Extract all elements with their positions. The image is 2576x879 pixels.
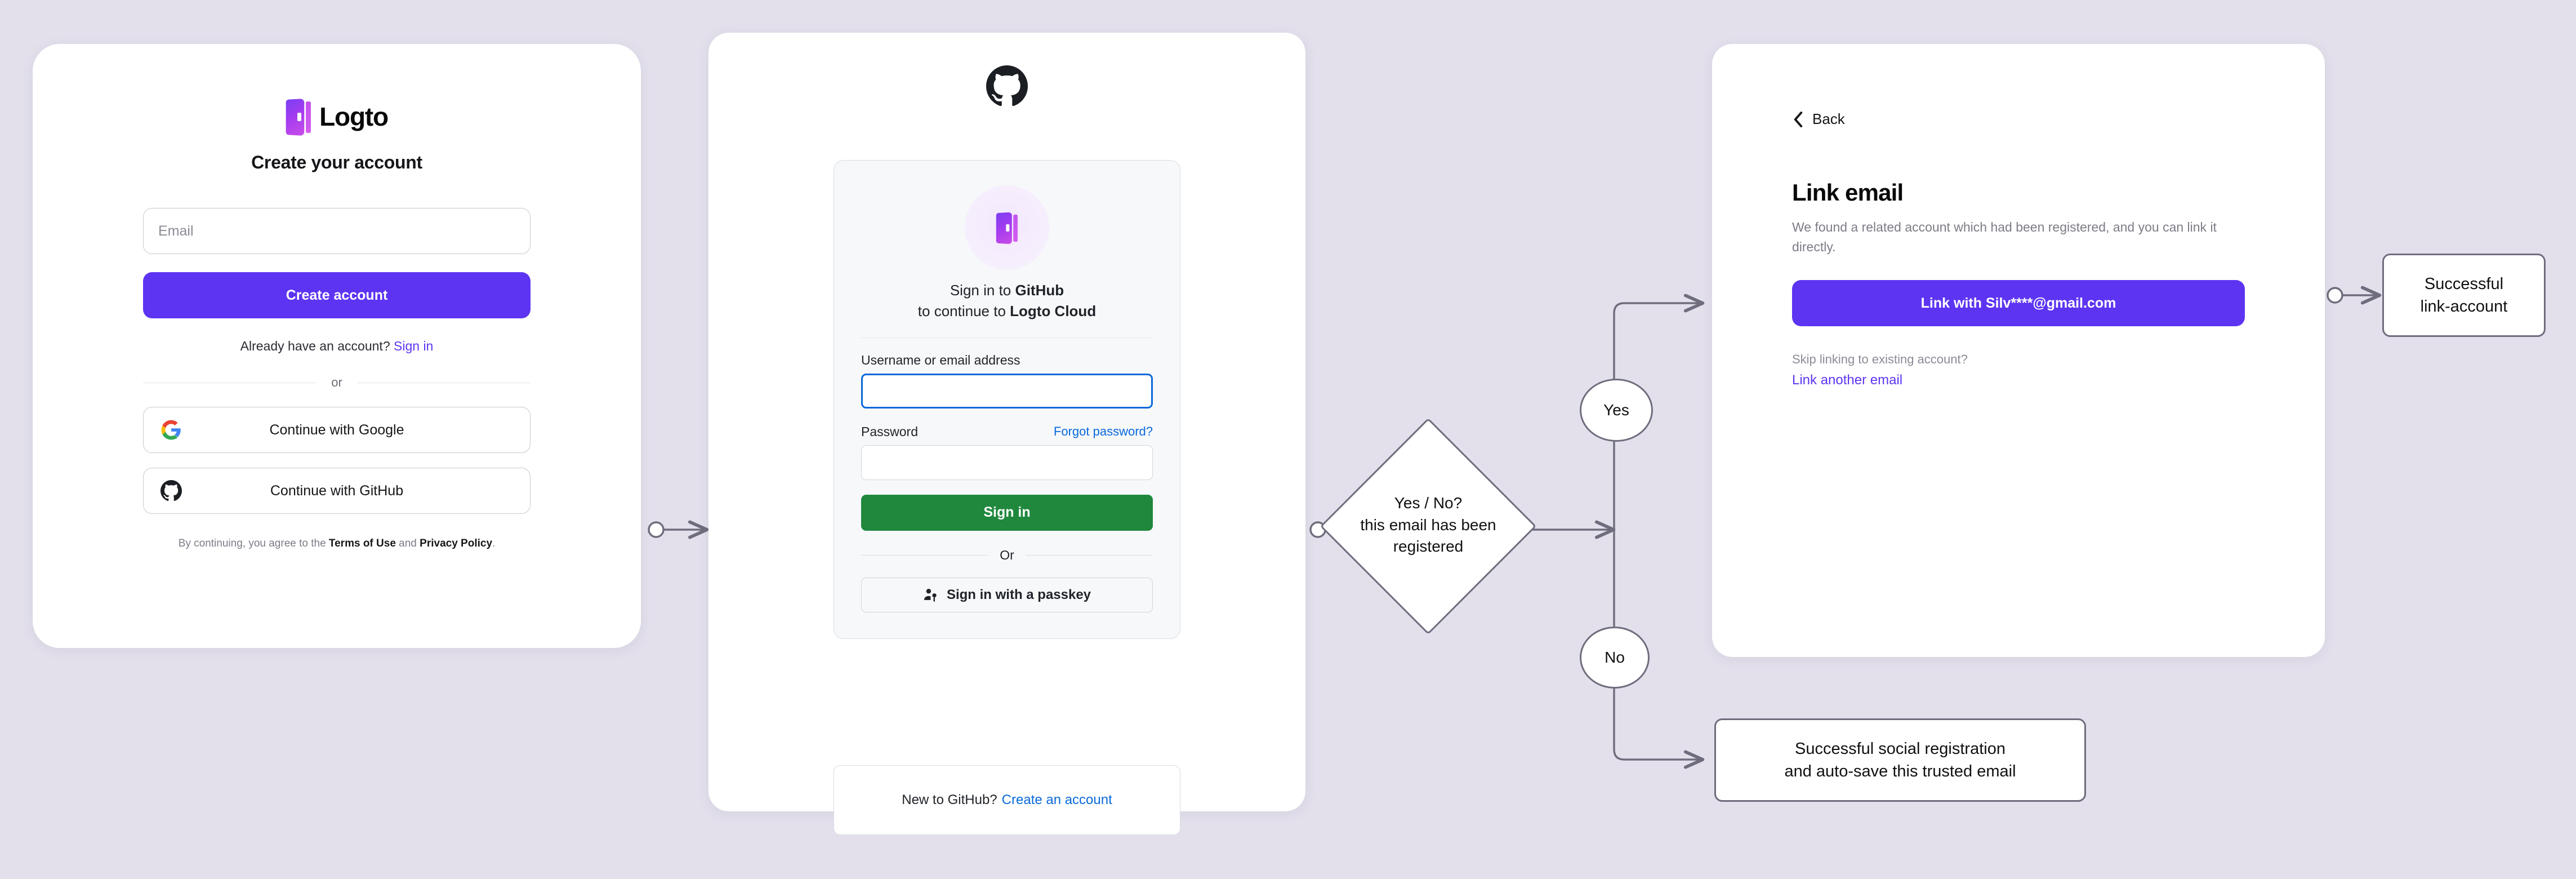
decision-text: Yes / No? this email has been registered [1291, 492, 1566, 558]
back-label: Back [1812, 110, 1845, 127]
continue-with-github-label: Continue with GitHub [270, 482, 404, 499]
decision-line-1: Yes / No? [1394, 494, 1463, 512]
terms-notice: By continuing, you agree to the Terms of… [143, 538, 531, 550]
privacy-policy-link[interactable]: Privacy Policy [420, 538, 493, 549]
logto-wordmark: Logto [319, 102, 389, 131]
email-placeholder: Email [158, 223, 194, 239]
username-input[interactable] [861, 373, 1153, 409]
outcome-link-line-1: Successful [2424, 274, 2504, 293]
divider-label: or [331, 375, 342, 389]
page-title: Link email [1792, 179, 1904, 206]
divider-label: Or [1000, 547, 1014, 562]
outcome-social-line-2: and auto-save this trusted email [1784, 762, 2016, 780]
continue-with-google-label: Continue with Google [269, 421, 404, 438]
github-signin-card: Sign in to GitHub to continue to Logto C… [708, 33, 1305, 835]
password-row: Password Forgot password? [861, 424, 1153, 440]
outcome-successful-social-registration: Successful social registration and auto-… [1714, 718, 2086, 802]
divider-rule-right [1025, 554, 1153, 556]
or-divider: or [143, 375, 531, 390]
terms-prefix: By continuing, you agree to the [178, 538, 329, 549]
heading-line2-prefix: to continue to [917, 302, 1010, 319]
signin-link[interactable]: Sign in [394, 339, 434, 353]
create-account-button[interactable]: Create account [143, 272, 531, 318]
passkey-signin-button[interactable]: Sign in with a passkey [861, 577, 1153, 612]
page-description: We found a related account which had bee… [1792, 219, 2217, 255]
link-email-card: Back Link email We found a related accou… [1712, 44, 2325, 657]
decision-line-2: this email has been [1360, 516, 1496, 534]
skip-linking-label: Skip linking to existing account? [1792, 352, 1968, 367]
branch-yes-text: Yes [1603, 401, 1629, 419]
or-divider: Or [861, 548, 1153, 563]
heading-app: Logto Cloud [1010, 302, 1097, 319]
branch-label-yes: Yes [1580, 379, 1653, 442]
passkey-signin-label: Sign in with a passkey [946, 587, 1091, 602]
branch-label-no: No [1580, 627, 1650, 689]
signin-button[interactable]: Sign in [861, 494, 1153, 531]
link-another-email-link[interactable]: Link another email [1792, 372, 1903, 388]
divider-rule-left [861, 554, 989, 556]
heading-provider: GitHub [1015, 282, 1064, 299]
google-icon [161, 419, 182, 441]
passkey-person-key-icon [924, 588, 937, 602]
logto-door-icon [286, 98, 311, 136]
logto-door-icon [996, 212, 1018, 245]
link-with-email-button[interactable]: Link with Silv****@gmail.com [1792, 280, 2245, 327]
password-label: Password [861, 424, 918, 439]
terms-and: and [395, 538, 420, 549]
github-mark [708, 65, 1305, 107]
create-account-link[interactable]: Create an account [1001, 792, 1112, 807]
page-title: Create your account [251, 152, 422, 172]
signin-heading: Sign in to GitHub to continue to Logto C… [861, 280, 1153, 322]
signup-card: Logto Create your account Email Create a… [33, 44, 641, 648]
continue-with-google-button[interactable]: Continue with Google [143, 407, 531, 453]
heading-line1-prefix: Sign in to [950, 282, 1015, 299]
forgot-password-link[interactable]: Forgot password? [1053, 424, 1153, 439]
email-input[interactable]: Email [143, 208, 531, 254]
already-label: Already have an account? [240, 339, 390, 353]
new-to-github-box: New to GitHub? Create an account [834, 765, 1180, 835]
username-label: Username or email address [861, 352, 1020, 367]
logto-logo: Logto [143, 98, 531, 136]
terms-of-use-link[interactable]: Terms of Use [328, 538, 396, 549]
branch-no-text: No [1605, 649, 1625, 666]
decision-line-3: registered [1393, 538, 1464, 556]
outcome-successful-link-account: Successful link-account [2382, 254, 2546, 337]
outcome-social-line-1: Successful social registration [1795, 739, 2005, 758]
password-input[interactable] [861, 445, 1153, 480]
continue-with-github-button[interactable]: Continue with GitHub [143, 468, 531, 514]
github-icon [161, 480, 182, 501]
chevron-left-icon [1794, 111, 1803, 127]
new-to-github-label: New to GitHub? [902, 792, 997, 807]
github-signin-panel: Sign in to GitHub to continue to Logto C… [834, 160, 1180, 639]
back-button[interactable]: Back [1792, 110, 1845, 128]
already-have-account: Already have an account? Sign in [143, 339, 531, 354]
github-icon [986, 65, 1028, 106]
outcome-link-line-2: link-account [2420, 298, 2508, 316]
terms-suffix: . [492, 538, 496, 549]
decision-node-email-registered: Yes / No? this email has been registered [1320, 418, 1537, 635]
app-avatar [965, 185, 1049, 270]
